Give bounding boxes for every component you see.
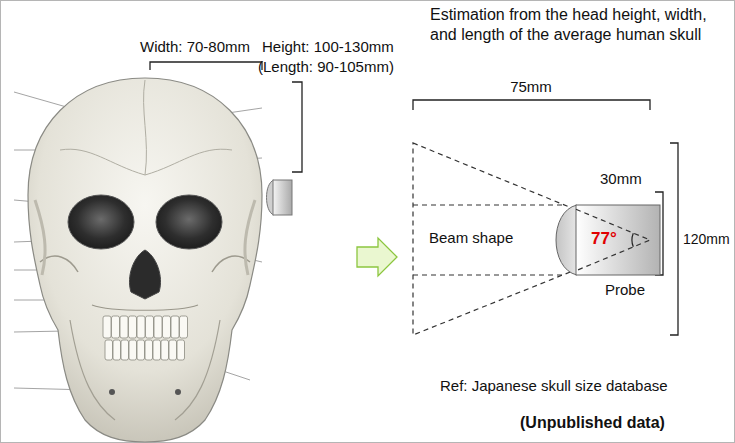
beam-outline bbox=[413, 205, 563, 275]
probe-body bbox=[576, 205, 660, 275]
eye-orbit bbox=[156, 195, 222, 249]
tooth bbox=[161, 340, 169, 360]
skull-illustration bbox=[28, 78, 262, 442]
reference-note: Ref: Japanese skull size database bbox=[440, 377, 668, 395]
dimension-bracket bbox=[150, 62, 262, 70]
tooth bbox=[137, 316, 145, 338]
tooth bbox=[103, 316, 111, 338]
skull-suture bbox=[60, 80, 232, 175]
tooth bbox=[153, 340, 161, 360]
dimension-label: 75mm bbox=[510, 78, 552, 96]
tooth bbox=[169, 340, 177, 360]
tooth bbox=[154, 316, 162, 338]
teeth bbox=[103, 316, 188, 360]
leader-lines bbox=[14, 92, 70, 108]
tooth bbox=[180, 316, 188, 338]
part-label: Probe bbox=[605, 281, 645, 299]
tooth bbox=[105, 340, 113, 360]
angle-arc bbox=[632, 233, 633, 247]
dimension-bracket bbox=[150, 62, 678, 335]
eye-orbit bbox=[68, 195, 134, 249]
beam-outline bbox=[413, 143, 650, 335]
probe-lens bbox=[556, 205, 577, 275]
dimension-bracket bbox=[292, 82, 302, 172]
tooth bbox=[112, 316, 120, 338]
watermark-note: (Unpublished data) bbox=[520, 413, 665, 432]
angle-label: 77° bbox=[591, 229, 617, 249]
mandible bbox=[70, 320, 220, 420]
right-arrow bbox=[357, 238, 397, 276]
tooth bbox=[145, 340, 153, 360]
tooth bbox=[163, 316, 171, 338]
dimension-label: 120mm bbox=[683, 231, 730, 248]
nasal-cavity bbox=[129, 250, 160, 299]
dimension-label: 30mm bbox=[600, 170, 642, 188]
dimension-bracket bbox=[670, 143, 678, 335]
small-probe bbox=[267, 180, 293, 215]
tooth bbox=[129, 316, 137, 338]
dimension-label: (Length: 90-105mm) bbox=[258, 58, 394, 76]
mental-foramen bbox=[175, 389, 181, 395]
note-text: Estimation from the head height, width, … bbox=[430, 5, 728, 45]
tooth bbox=[171, 316, 179, 338]
tooth bbox=[129, 340, 137, 360]
tooth bbox=[121, 340, 129, 360]
dimension-bracket bbox=[413, 100, 650, 110]
tooth bbox=[137, 340, 145, 360]
shape-label: Beam shape bbox=[429, 229, 513, 247]
tooth bbox=[177, 340, 185, 360]
skull-outline bbox=[28, 78, 262, 442]
probe: 77°Probe bbox=[555, 205, 660, 275]
tooth bbox=[146, 316, 154, 338]
small-probe bbox=[273, 180, 292, 215]
mental-foramen bbox=[109, 389, 115, 395]
tooth bbox=[120, 316, 128, 338]
dimension-label: Height: 100-130mm bbox=[262, 38, 394, 56]
maxilla bbox=[92, 305, 198, 310]
dimension-label: Width: 70-80mm bbox=[140, 38, 250, 56]
beam-outline bbox=[576, 209, 650, 270]
tooth bbox=[113, 340, 121, 360]
